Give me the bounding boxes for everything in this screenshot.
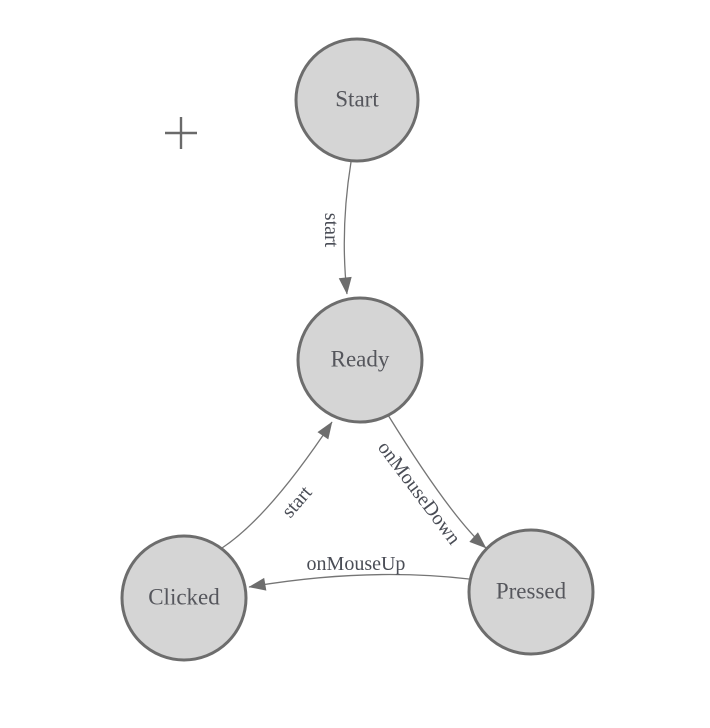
state-label-start: Start [335, 87, 379, 112]
edge-start-to-ready[interactable]: start [320, 161, 352, 295]
edge-line-ready-to-pressed[interactable] [387, 414, 487, 549]
state-label-clicked: Clicked [148, 585, 220, 610]
edge-line-start-to-ready[interactable] [338, 161, 352, 295]
state-node-ready[interactable]: Ready [296, 296, 424, 424]
state-node-start[interactable]: Start [294, 37, 420, 163]
edge-ready-to-pressed[interactable]: onMouseDown [373, 414, 487, 549]
edge-label-onmousedown: onMouseDown [373, 437, 465, 549]
state-circle-clicked[interactable] [120, 534, 248, 662]
state-node-clicked[interactable]: Clicked [120, 534, 248, 662]
edge-line-clicked-to-ready[interactable] [221, 421, 333, 549]
state-circle-start[interactable] [294, 37, 420, 163]
state-circle-ready[interactable] [296, 296, 424, 424]
edge-clicked-to-ready[interactable]: start [221, 421, 333, 549]
edge-label-start-2: start [277, 481, 316, 522]
state-label-ready: Ready [331, 347, 390, 372]
state-label-pressed: Pressed [496, 579, 567, 604]
edge-pressed-to-clicked[interactable]: onMouseUp [248, 553, 470, 591]
edge-label-onmouseup: onMouseUp [307, 553, 406, 575]
state-node-pressed[interactable]: Pressed [467, 528, 595, 656]
edge-line-pressed-to-clicked[interactable] [248, 573, 470, 591]
crosshair-cursor [165, 117, 197, 149]
edge-label-start: start [320, 213, 342, 248]
state-circle-pressed[interactable] [467, 528, 595, 656]
